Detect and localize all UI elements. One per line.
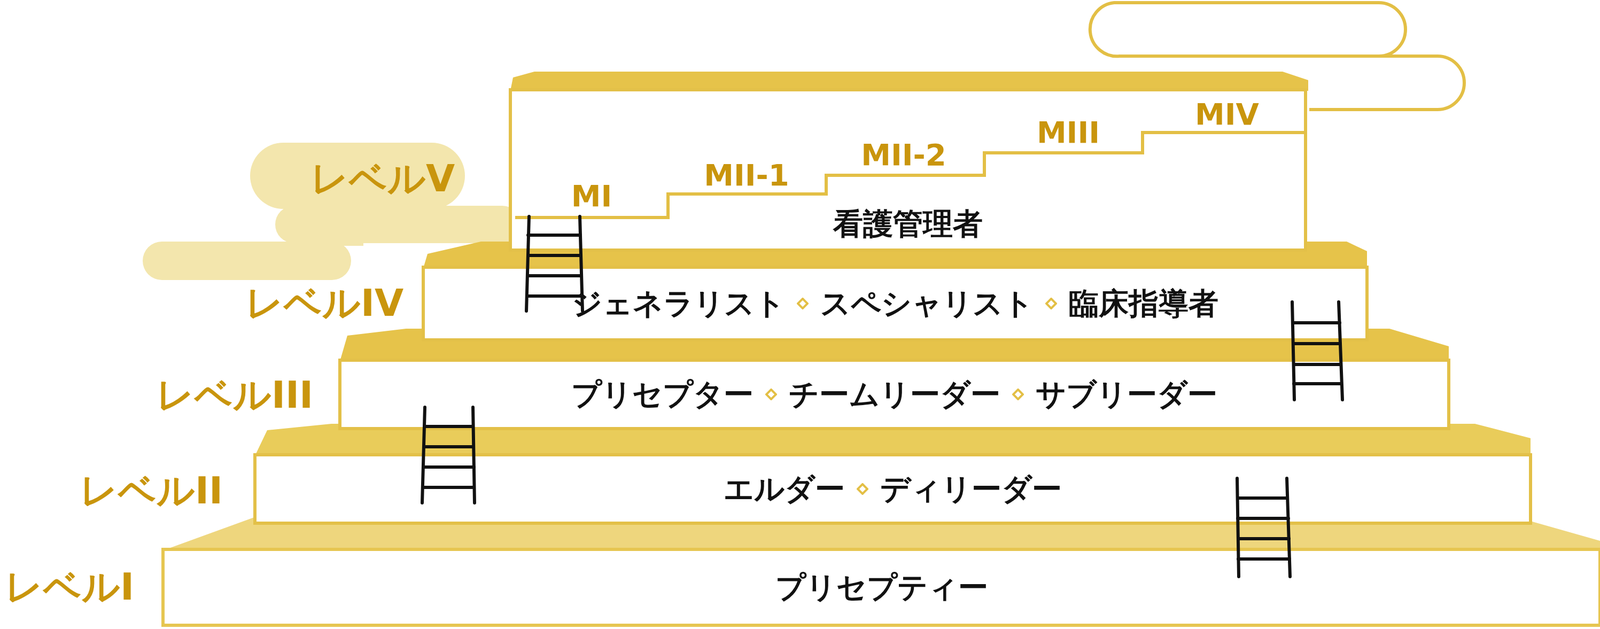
management-step-label: MI [571,179,613,213]
tier-front [423,267,1368,340]
level-label: レベルI [4,566,135,608]
tier-role: ディリーダー [880,472,1062,506]
tier-front [510,89,1306,251]
ladder [1237,478,1291,577]
management-step-label: MIV [1194,97,1260,131]
tier-role: スペシャリスト [820,286,1034,321]
stair-line [515,132,1306,218]
tier-box: ジェネラリストスペシャリスト臨床指導者 [423,267,1368,340]
level-label: レベルII [79,470,223,512]
tier-role: プリセプター [571,377,754,411]
ladder [1292,301,1343,400]
tier-front [162,549,1600,626]
ladder [422,407,475,503]
level-label: レベルIV [245,282,404,324]
management-step-label: MII-2 [860,138,947,172]
tier-front [254,454,1531,524]
tier-role: 看護管理者 [833,207,983,241]
tier-role: ジェネラリスト [571,286,786,321]
tier-front [339,360,1449,429]
management-step-label: MII-1 [703,158,790,192]
tier-role: チームリーダー [788,377,1001,411]
diamond-separator [765,388,778,401]
tier-box: プリセプティー [162,549,1600,626]
tier-role: プリセプティー [775,570,989,604]
diamond-separator [1012,388,1024,401]
tier-role: サブリーダー [1035,377,1218,411]
tier-box: プリセプターチームリーダーサブリーダー [339,360,1449,429]
tier-box: エルダー ディリーダー [254,454,1531,524]
diamond-separator [1045,297,1058,310]
tier-role: エルダー [723,472,845,506]
level-label: レベルV [310,158,455,200]
level-label: レベルIII [156,374,314,416]
tier-role: 臨床指導者 [1068,286,1219,321]
diamond-separator [856,483,869,495]
diamond-separator [796,297,809,310]
management-step-label: MIII [1036,115,1100,150]
tier-top [510,71,1309,91]
